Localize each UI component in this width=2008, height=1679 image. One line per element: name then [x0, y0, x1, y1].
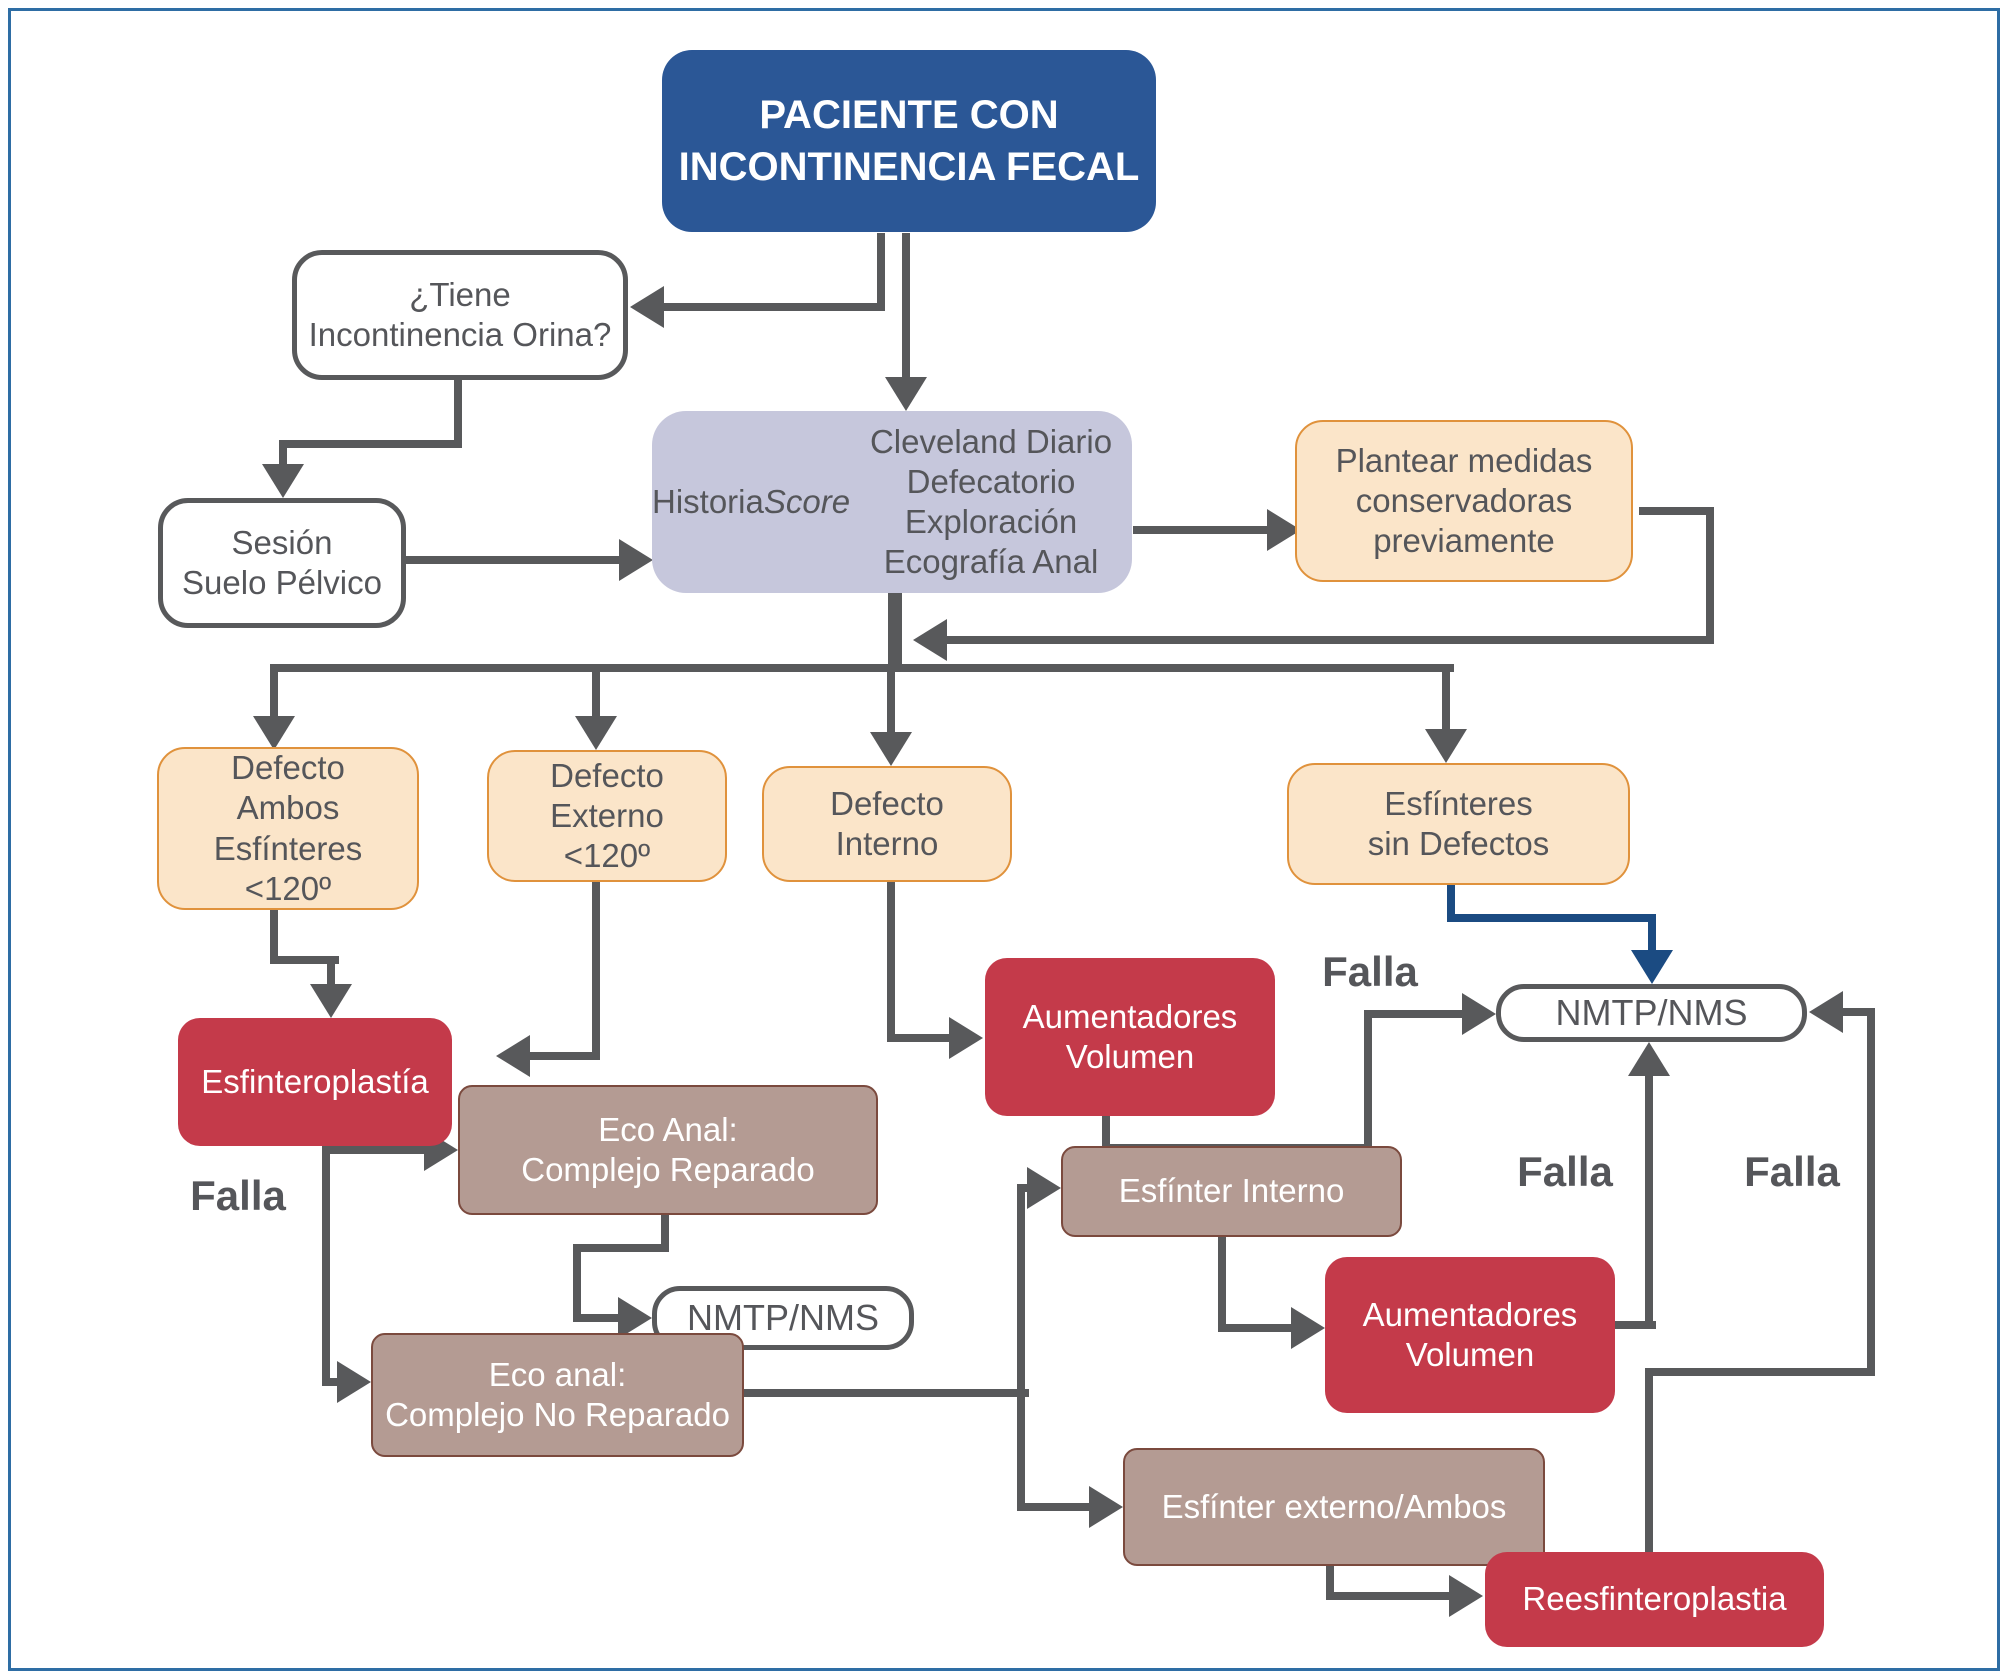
edge-label-falla: Falla — [1517, 1148, 1613, 1195]
connector-line — [274, 664, 1454, 672]
connector-line — [270, 956, 339, 964]
node-eco-anal-no-reparado: Eco anal: Complejo No Reparado — [371, 1333, 744, 1457]
connector-line — [1017, 1184, 1027, 1192]
connector-line — [1645, 1368, 1653, 1552]
arrowhead-down-icon — [1425, 729, 1467, 763]
connector-line — [887, 664, 895, 732]
connector-line — [1447, 914, 1656, 922]
arrowhead-down-icon — [885, 377, 927, 411]
connector-line — [1648, 914, 1656, 954]
connector-line — [648, 303, 885, 311]
connector-line — [1102, 1116, 1110, 1152]
connector-line — [406, 556, 621, 564]
arrowhead-right-icon — [1462, 993, 1496, 1035]
node-esfinteres-sin-defectos: Esfínteres sin Defectos — [1287, 763, 1630, 885]
node-esfinter-externo-ambos: Esfínter externo/Ambos — [1123, 1448, 1545, 1566]
edge-label-falla: Falla — [1322, 948, 1418, 995]
connector-line — [322, 1378, 337, 1386]
connector-line — [322, 1146, 330, 1386]
connector-line — [877, 233, 885, 307]
node-aumentadores-volumen-1: Aumentadores Volumen — [985, 958, 1275, 1116]
node-historia-score: Historia Score Cleveland Diario Defecato… — [652, 411, 1132, 593]
connector-line — [573, 1244, 669, 1252]
connector-line — [1867, 1008, 1875, 1376]
connector-line — [947, 636, 1714, 644]
arrowhead-right-icon — [1291, 1307, 1325, 1349]
arrowhead-right-icon — [619, 539, 653, 581]
node-paciente: PACIENTE CON INCONTINENCIA FECAL — [662, 50, 1156, 232]
connector-line — [661, 1215, 669, 1252]
connector-line — [888, 591, 902, 672]
connector-line — [1017, 1184, 1025, 1507]
arrowhead-left-icon — [1809, 991, 1843, 1033]
connector-line — [270, 664, 278, 716]
connector-line — [1645, 1368, 1875, 1376]
connector-line — [1442, 664, 1450, 729]
connector-line — [283, 440, 462, 448]
connector-line — [1843, 1008, 1867, 1016]
connector-line — [1326, 1566, 1334, 1600]
node-defecto-ambos: Defecto Ambos Esfínteres <120º — [157, 747, 419, 910]
arrowhead-down-icon — [310, 984, 352, 1018]
arrowhead-down-icon — [253, 716, 295, 750]
arrowhead-right-icon — [618, 1297, 652, 1339]
connector-line — [322, 1146, 424, 1154]
connector-line — [902, 233, 910, 393]
connector-line — [887, 1034, 949, 1042]
node-tiene-incontinencia-orina: ¿Tiene Incontinencia Orina? — [292, 250, 628, 380]
connector-line — [454, 380, 462, 444]
connector-line — [573, 1244, 581, 1318]
node-defecto-externo: Defecto Externo <120º — [487, 750, 727, 882]
edge-label-falla: Falla — [190, 1172, 286, 1219]
connector-line — [1364, 1010, 1372, 1152]
connector-line — [1133, 526, 1267, 534]
arrowhead-left-icon — [496, 1035, 530, 1077]
arrowhead-down-icon — [870, 732, 912, 766]
node-eco-anal-reparado: Eco Anal: Complejo Reparado — [458, 1085, 878, 1215]
node-defecto-interno: Defecto Interno — [762, 766, 1012, 882]
node-nmtp-nms-1: NMTP/NMS — [1496, 984, 1807, 1042]
node-plantear-medidas: Plantear medidas conservadoras previamen… — [1295, 420, 1633, 582]
arrowhead-up-icon — [1628, 1042, 1670, 1076]
connector-line — [740, 1389, 1029, 1397]
connector-line — [1645, 1076, 1653, 1329]
arrowhead-right-icon — [1027, 1167, 1061, 1209]
arrowhead-down-icon — [1631, 950, 1673, 984]
connector-line — [270, 910, 278, 964]
connector-line — [530, 1052, 600, 1060]
node-sesion-suelo-pelvico: Sesión Suelo Pélvico — [158, 498, 406, 628]
connector-line — [1639, 507, 1714, 515]
arrowhead-down-icon — [262, 464, 304, 498]
arrowhead-right-icon — [1089, 1486, 1123, 1528]
connector-line — [1326, 1592, 1449, 1600]
connector-line — [1615, 1321, 1656, 1329]
connector-line — [1218, 1324, 1291, 1332]
edge-label-falla: Falla — [1744, 1148, 1840, 1195]
connector-line — [592, 882, 600, 1060]
connector-line — [1017, 1503, 1089, 1511]
node-esfinter-interno: Esfínter Interno — [1061, 1146, 1402, 1237]
connector-line — [1218, 1237, 1226, 1332]
connector-line — [1364, 1010, 1462, 1018]
node-esfinteroplastia: Esfinteroplastía — [178, 1018, 452, 1146]
connector-line — [1706, 507, 1714, 640]
arrowhead-right-icon — [337, 1361, 371, 1403]
arrowhead-down-icon — [575, 716, 617, 750]
arrowhead-right-icon — [1449, 1575, 1483, 1617]
node-aumentadores-volumen-2: Aumentadores Volumen — [1325, 1257, 1615, 1413]
connector-line — [887, 882, 895, 1038]
connector-line — [1447, 885, 1455, 922]
connector-line — [327, 956, 335, 984]
arrowhead-left-icon — [913, 619, 947, 661]
node-reesfinteroplastia: Reesfinteroplastia — [1485, 1552, 1824, 1647]
connector-line — [573, 1314, 618, 1322]
arrowhead-right-icon — [949, 1017, 983, 1059]
connector-line — [279, 440, 287, 466]
arrowhead-left-icon — [630, 286, 664, 328]
connector-line — [592, 664, 600, 716]
